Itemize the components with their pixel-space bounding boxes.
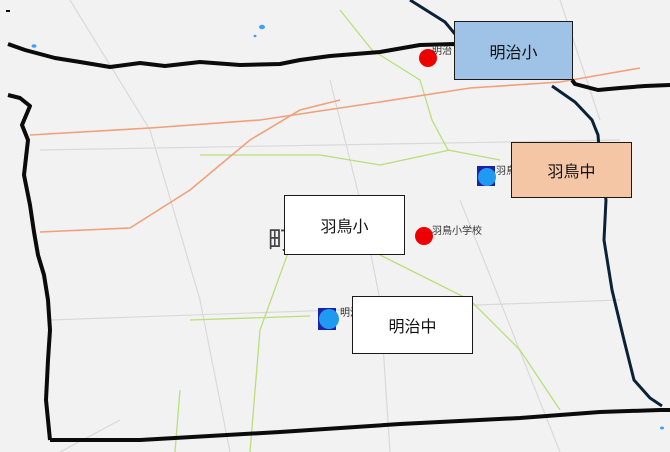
major-roads — [29, 67, 641, 233]
label-hajima-middle[interactable]: 羽鳥中 — [511, 142, 632, 198]
label-hajima-middle-text: 羽鳥中 — [547, 162, 596, 181]
label-hajima-elementary-text: 羽鳥小 — [320, 217, 369, 236]
label-hajima-elementary[interactable]: 羽鳥小 — [284, 195, 405, 255]
label-meiji-elementary[interactable]: 明治小 — [454, 21, 573, 80]
label-meiji-middle-text: 明治中 — [388, 317, 437, 336]
label-meiji-middle[interactable]: 明治中 — [352, 296, 473, 354]
district-boundary — [6, 10, 670, 442]
meiji-elementary-marker[interactable] — [419, 49, 437, 67]
hajima-elementary-marker[interactable] — [415, 227, 433, 245]
meiji-middle-marker[interactable] — [319, 309, 339, 329]
school-markers — [318, 49, 496, 330]
label-meiji-elementary-text: 明治小 — [489, 42, 538, 62]
hajima-middle-marker[interactable] — [478, 168, 496, 186]
water-features — [31, 24, 664, 430]
water-boundary — [409, 0, 663, 408]
